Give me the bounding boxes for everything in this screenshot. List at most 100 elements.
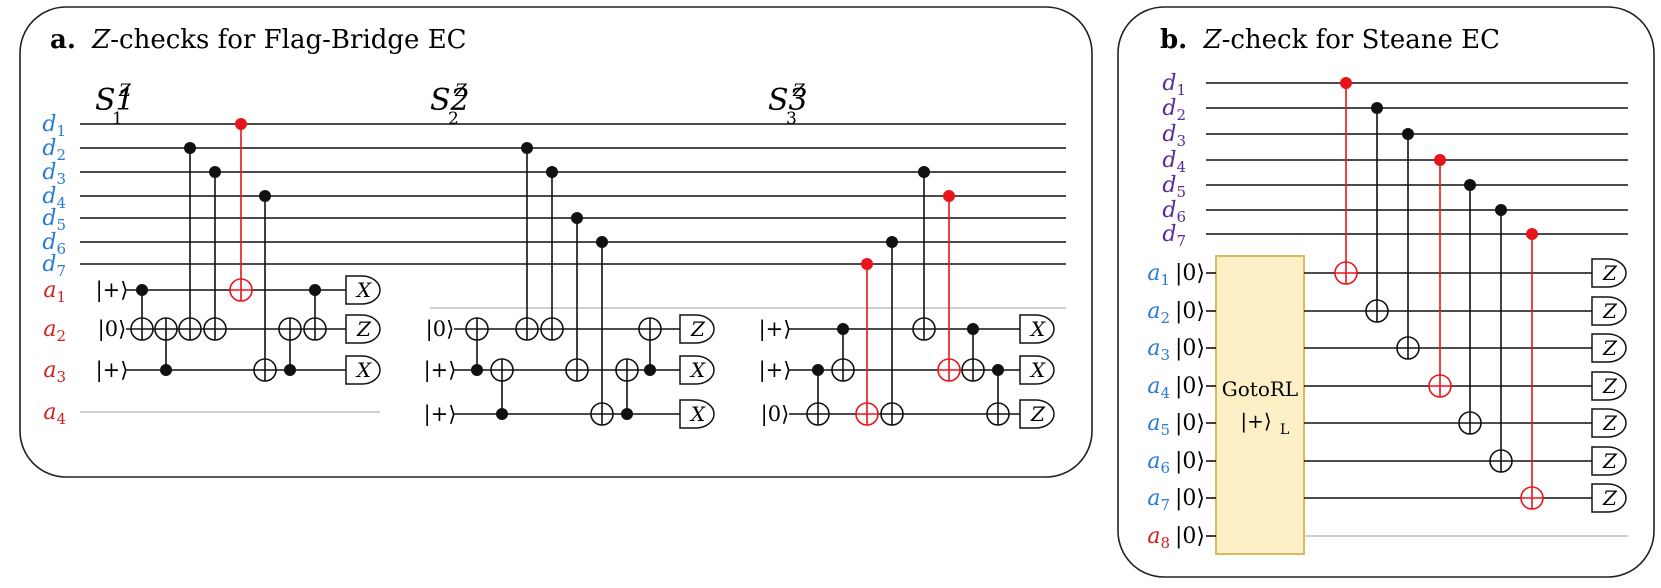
control-dot-icon (861, 258, 873, 270)
qubit-label: a7 (1147, 486, 1170, 514)
qubit-label: d3 (1162, 122, 1186, 150)
measurement-basis-label: Z (1602, 336, 1618, 360)
measurement-basis-label: Z (1602, 374, 1618, 398)
qubit-label: d2 (1162, 96, 1186, 124)
measurement-basis-label: X (355, 278, 372, 302)
measurement-icon (679, 355, 715, 385)
panel-b-title: b. Z-check for Steane EC (1160, 25, 1500, 55)
measurement-icon (1591, 333, 1627, 363)
qubit-label: a3 (43, 358, 66, 386)
qubit-label: d4 (42, 184, 66, 212)
measurement-basis-label: X (689, 358, 706, 382)
control-dot-icon (812, 364, 824, 376)
control-dot-icon (992, 364, 1004, 376)
qubit-label: a8 (1147, 524, 1170, 552)
control-dot-icon (471, 364, 483, 376)
panel-a-title: a. Z-checks for Flag-Bridge EC (50, 25, 467, 55)
gotorl-block-label: GotoRL (1222, 377, 1298, 401)
circuit-elements: d1d2d3d4d5d6d7a1a2a3a4|+⟩|0⟩|+⟩XZX|0⟩|+⟩… (42, 71, 1628, 552)
qubit-label: a2 (43, 317, 66, 345)
qubit-label: a4 (43, 400, 66, 428)
measurement-basis-label: Z (1602, 261, 1618, 285)
stabilizer-label-3: S3 (768, 83, 808, 118)
ket-state-label: |+⟩ (96, 278, 129, 303)
panel-a-frame (19, 6, 1093, 478)
measurement-basis-label: X (1029, 358, 1046, 382)
measurement-icon (1591, 408, 1627, 438)
gotorl-block-state-sub: L (1280, 422, 1289, 438)
qubit-label: d5 (42, 206, 66, 234)
qubit-label: a2 (1147, 299, 1170, 327)
control-dot-icon (184, 142, 196, 154)
control-dot-icon (571, 212, 583, 224)
panel-b-frame (1117, 6, 1655, 578)
ket-state-label: |0⟩ (98, 317, 127, 342)
measurement-basis-label: Z (690, 317, 706, 341)
stabilizer-label-1-sup: Z (118, 81, 132, 101)
control-dot-icon (521, 142, 533, 154)
measurement-icon (345, 275, 381, 305)
stabilizer-label-2-sub: 2 (448, 109, 459, 129)
stabilizer-label-3-sup: Z (792, 81, 806, 101)
qubit-label: a5 (1147, 411, 1170, 439)
measurement-icon (1591, 483, 1627, 513)
stabilizer-label-2: S2 (430, 83, 470, 118)
ket-state-label: |+⟩ (424, 402, 457, 427)
measurement-basis-label: X (355, 358, 372, 382)
control-dot-icon (918, 166, 930, 178)
qubit-label: d7 (1162, 222, 1186, 250)
control-dot-icon (943, 190, 955, 202)
control-dot-icon (1402, 128, 1414, 140)
gotorl-block-state: |+⟩ (1240, 409, 1271, 434)
control-dot-icon (136, 284, 148, 296)
qubit-label: d5 (1162, 173, 1186, 201)
control-dot-icon (309, 284, 321, 296)
stabilizer-label-1-sub: 1 (112, 109, 123, 129)
control-dot-icon (967, 323, 979, 335)
qubit-label: d1 (1162, 71, 1186, 99)
ket-state-label: |0⟩ (1175, 299, 1205, 324)
ket-state-label: |0⟩ (1175, 336, 1205, 361)
control-dot-icon (235, 118, 247, 130)
ket-state-label: |+⟩ (96, 358, 129, 383)
control-dot-icon (1526, 228, 1538, 240)
measurement-icon (1019, 314, 1055, 344)
control-dot-icon (160, 364, 172, 376)
measurement-icon (345, 314, 381, 344)
qubit-label: a6 (1147, 449, 1170, 477)
qubit-label: a4 (1147, 374, 1170, 402)
measurement-icon (1591, 258, 1627, 288)
control-dot-icon (209, 166, 221, 178)
qubit-label: a3 (1147, 336, 1170, 364)
control-dot-icon (259, 190, 271, 202)
control-dot-icon (284, 364, 296, 376)
ket-state-label: |0⟩ (1175, 524, 1205, 549)
stabilizer-label-1: S1 (95, 83, 135, 118)
measurement-icon (345, 355, 381, 385)
measurement-basis-label: X (1029, 317, 1046, 341)
control-dot-icon (596, 236, 608, 248)
control-dot-icon (837, 323, 849, 335)
stabilizer-label-2-sup: Z (454, 81, 468, 101)
measurement-icon (1019, 399, 1055, 429)
control-dot-icon (644, 364, 656, 376)
measurement-basis-label: Z (356, 317, 372, 341)
gotorl-block (1215, 255, 1305, 555)
measurement-icon (679, 399, 715, 429)
measurement-basis-label: Z (1602, 299, 1618, 323)
qubit-label: d6 (1162, 198, 1186, 226)
ket-state-label: |0⟩ (1175, 486, 1205, 511)
control-dot-icon (1464, 179, 1476, 191)
qubit-label: a1 (43, 278, 66, 306)
measurement-icon (1591, 296, 1627, 326)
control-dot-icon (1495, 204, 1507, 216)
ket-state-label: |0⟩ (1175, 411, 1205, 436)
ket-state-label: |0⟩ (1175, 261, 1205, 286)
measurement-basis-label: X (689, 402, 706, 426)
measurement-icon (679, 314, 715, 344)
control-dot-icon (886, 236, 898, 248)
control-dot-icon (1371, 102, 1383, 114)
ket-state-label: |0⟩ (1175, 374, 1205, 399)
